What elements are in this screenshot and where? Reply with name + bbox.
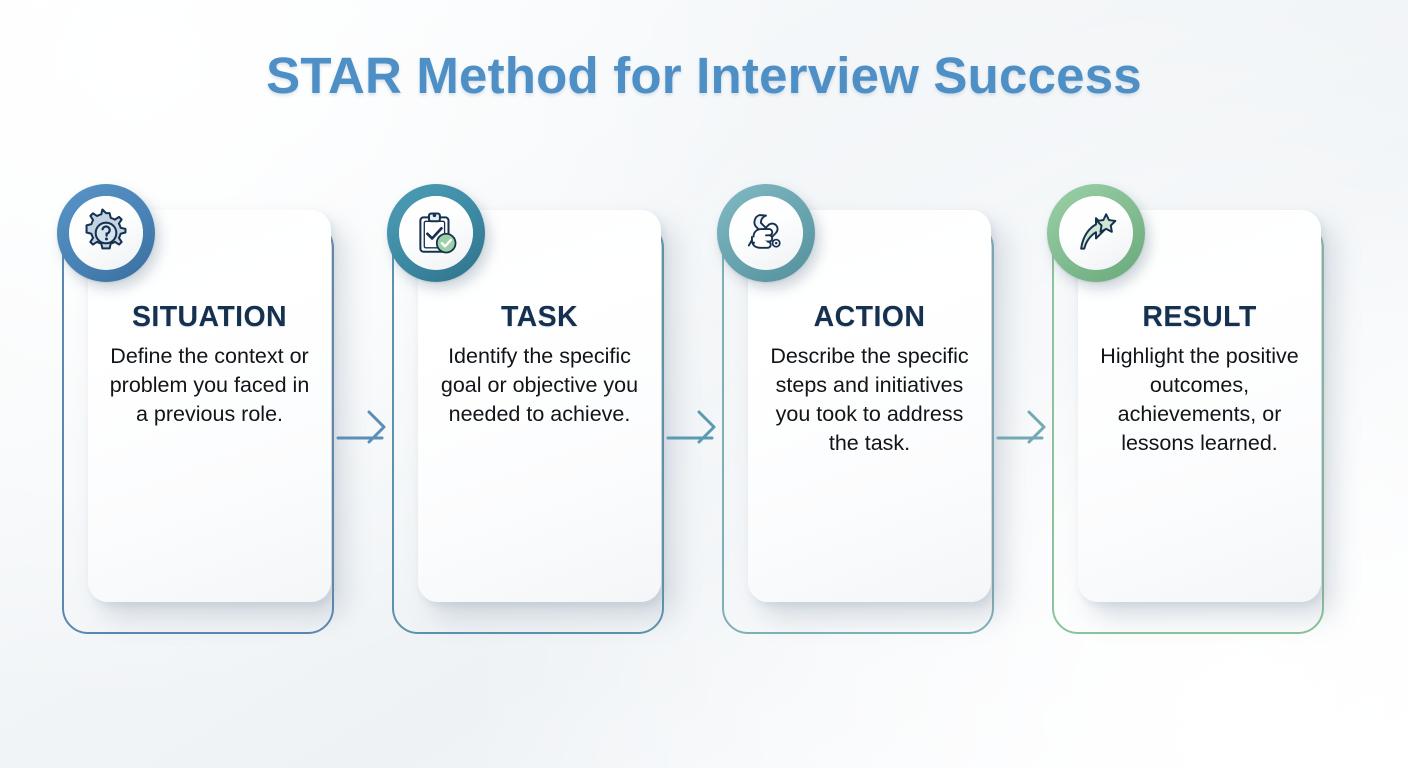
connector-task-to-action bbox=[666, 404, 730, 450]
rising-arrow-star-icon bbox=[1071, 208, 1121, 258]
page-title: STAR Method for Interview Success bbox=[266, 47, 1142, 104]
step-title-result: RESULT bbox=[1142, 301, 1257, 333]
step-badge-task[interactable] bbox=[387, 184, 485, 282]
step-title-situation: SITUATION bbox=[131, 301, 288, 333]
step-badge-action[interactable] bbox=[717, 184, 815, 282]
badge-inner-situation bbox=[69, 196, 143, 270]
arrow-right-icon bbox=[666, 404, 730, 450]
step-badge-result[interactable] bbox=[1047, 184, 1145, 282]
badge-inner-result bbox=[1059, 196, 1133, 270]
gear-question-icon bbox=[81, 208, 131, 258]
step-card-situation[interactable]: SITUATION Define the context or problem … bbox=[57, 184, 334, 634]
badge-inner-action bbox=[729, 196, 803, 270]
connector-situation-to-task bbox=[336, 404, 400, 450]
step-title-action: ACTION bbox=[813, 301, 926, 333]
step-body-result: Highlight the positive outcomes, achieve… bbox=[1100, 344, 1299, 456]
clipboard-check-icon bbox=[411, 208, 461, 258]
step-badge-situation[interactable] bbox=[57, 184, 155, 282]
badge-inner-task bbox=[399, 196, 473, 270]
step-body-situation: Define the context or problem you faced … bbox=[109, 344, 310, 427]
arrow-right-icon bbox=[336, 404, 400, 450]
step-card-result[interactable]: RESULT Highlight the positive outcomes, … bbox=[1047, 184, 1324, 634]
connector-action-to-result bbox=[996, 404, 1060, 450]
step-body-task: Identify the specific goal or objective … bbox=[440, 344, 639, 427]
arrow-right-icon bbox=[996, 404, 1060, 450]
step-card-task[interactable]: TASK Identify the specific goal or objec… bbox=[387, 184, 664, 634]
hand-wrench-icon bbox=[741, 208, 791, 258]
step-body-action: Describe the specific steps and initiati… bbox=[770, 344, 969, 456]
step-card-action[interactable]: ACTION Describe the specific steps and i… bbox=[717, 184, 994, 634]
step-title-task: TASK bbox=[500, 301, 579, 333]
